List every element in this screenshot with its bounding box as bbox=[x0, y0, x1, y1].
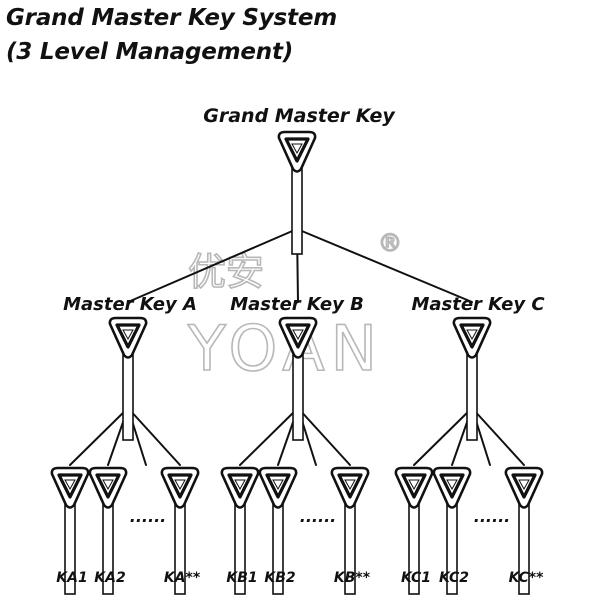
change-key-label-2-1: KC2 bbox=[439, 570, 469, 586]
change-key-label-0-2: KA** bbox=[164, 570, 201, 586]
grand-master-key-label: Grand Master Key bbox=[203, 105, 396, 127]
master-to-change-key-line-1-3 bbox=[297, 407, 351, 466]
master-key-label-1: Master Key B bbox=[230, 294, 364, 315]
grand-to-master-line-2 bbox=[296, 228, 473, 303]
change-key-ellipsis-1: ...... bbox=[300, 507, 336, 526]
change-key-label-2-0: KC1 bbox=[401, 570, 431, 586]
master-key-icon-0 bbox=[108, 316, 148, 441]
keys bbox=[50, 130, 544, 595]
change-key-label-1-2: KB** bbox=[334, 570, 371, 586]
master-key-icon-1 bbox=[278, 316, 318, 441]
change-key-icon-0-2 bbox=[160, 466, 200, 595]
master-key-label-2: Master Key C bbox=[411, 294, 545, 315]
watermark-chinese: 优安 bbox=[188, 250, 264, 294]
connector-lines bbox=[69, 228, 525, 466]
change-key-label-1-1: KB2 bbox=[264, 570, 295, 586]
grand-master-key-icon bbox=[277, 130, 317, 255]
change-key-label-1-0: KB1 bbox=[226, 570, 257, 586]
change-key-icon-1-1 bbox=[258, 466, 298, 595]
master-to-change-key-line-2-3 bbox=[471, 407, 525, 466]
change-key-icon-1-2 bbox=[330, 466, 370, 595]
change-key-ellipsis-0: ...... bbox=[130, 507, 166, 526]
change-key-label-0-1: KA2 bbox=[94, 570, 125, 586]
change-key-label-2-2: KC** bbox=[509, 570, 545, 586]
master-to-change-key-line-1-0 bbox=[239, 407, 299, 466]
diagram-subtitle: (3 Level Management) bbox=[6, 39, 294, 65]
change-key-icon-2-2 bbox=[504, 466, 544, 595]
change-key-icon-1-0 bbox=[220, 466, 260, 595]
change-key-icon-0-1 bbox=[88, 466, 128, 595]
change-key-label-0-0: KA1 bbox=[56, 570, 87, 586]
master-key-icon-2 bbox=[452, 316, 492, 441]
change-key-ellipsis-2: ...... bbox=[474, 507, 510, 526]
watermark-registered-mark: ® bbox=[378, 229, 402, 257]
master-to-change-key-line-0-3 bbox=[127, 407, 181, 466]
master-key-label-0: Master Key A bbox=[63, 294, 197, 315]
change-key-icon-0-0 bbox=[50, 466, 90, 595]
change-key-icon-2-0 bbox=[394, 466, 434, 595]
grand-to-master-line-0 bbox=[127, 228, 298, 303]
change-key-icon-2-1 bbox=[432, 466, 472, 595]
master-to-change-key-line-2-0 bbox=[413, 407, 473, 466]
diagram-title: Grand Master Key System bbox=[6, 5, 338, 31]
master-to-change-key-line-0-0 bbox=[69, 407, 129, 466]
